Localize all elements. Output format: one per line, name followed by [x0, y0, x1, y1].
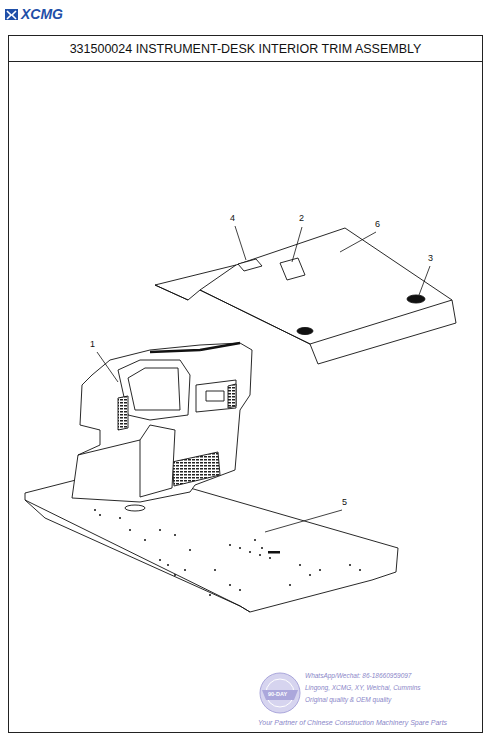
warranty-badge: [260, 673, 300, 713]
callout-number: 2: [299, 214, 304, 224]
watermark: Your Partner of Chinese Construction Mac…: [258, 719, 447, 727]
watermark: Lingong, XCMG, XY, Weichai, Cummins: [305, 684, 421, 691]
logo-text: XCMG: [21, 7, 63, 22]
roof-panel: [155, 228, 456, 364]
instrument-desk: [72, 343, 252, 502]
callout-number: 5: [342, 498, 347, 508]
frame: [9, 36, 483, 733]
leader-lines: [97, 226, 430, 532]
logo-mark: [5, 9, 18, 20]
watermark: Original quality & OEM quality: [305, 696, 391, 703]
watermark: WhatsApp/Wechat: 86-18660959097: [305, 672, 411, 679]
callout-number: 3: [428, 254, 433, 264]
callout-number: 4: [230, 214, 235, 224]
callout-number: 1: [90, 340, 95, 350]
callout-number: 6: [375, 220, 380, 230]
badge-text: 90-DAY: [268, 691, 287, 697]
title: 331500024 INSTRUMENT-DESK INTERIOR TRIM …: [9, 37, 482, 60]
